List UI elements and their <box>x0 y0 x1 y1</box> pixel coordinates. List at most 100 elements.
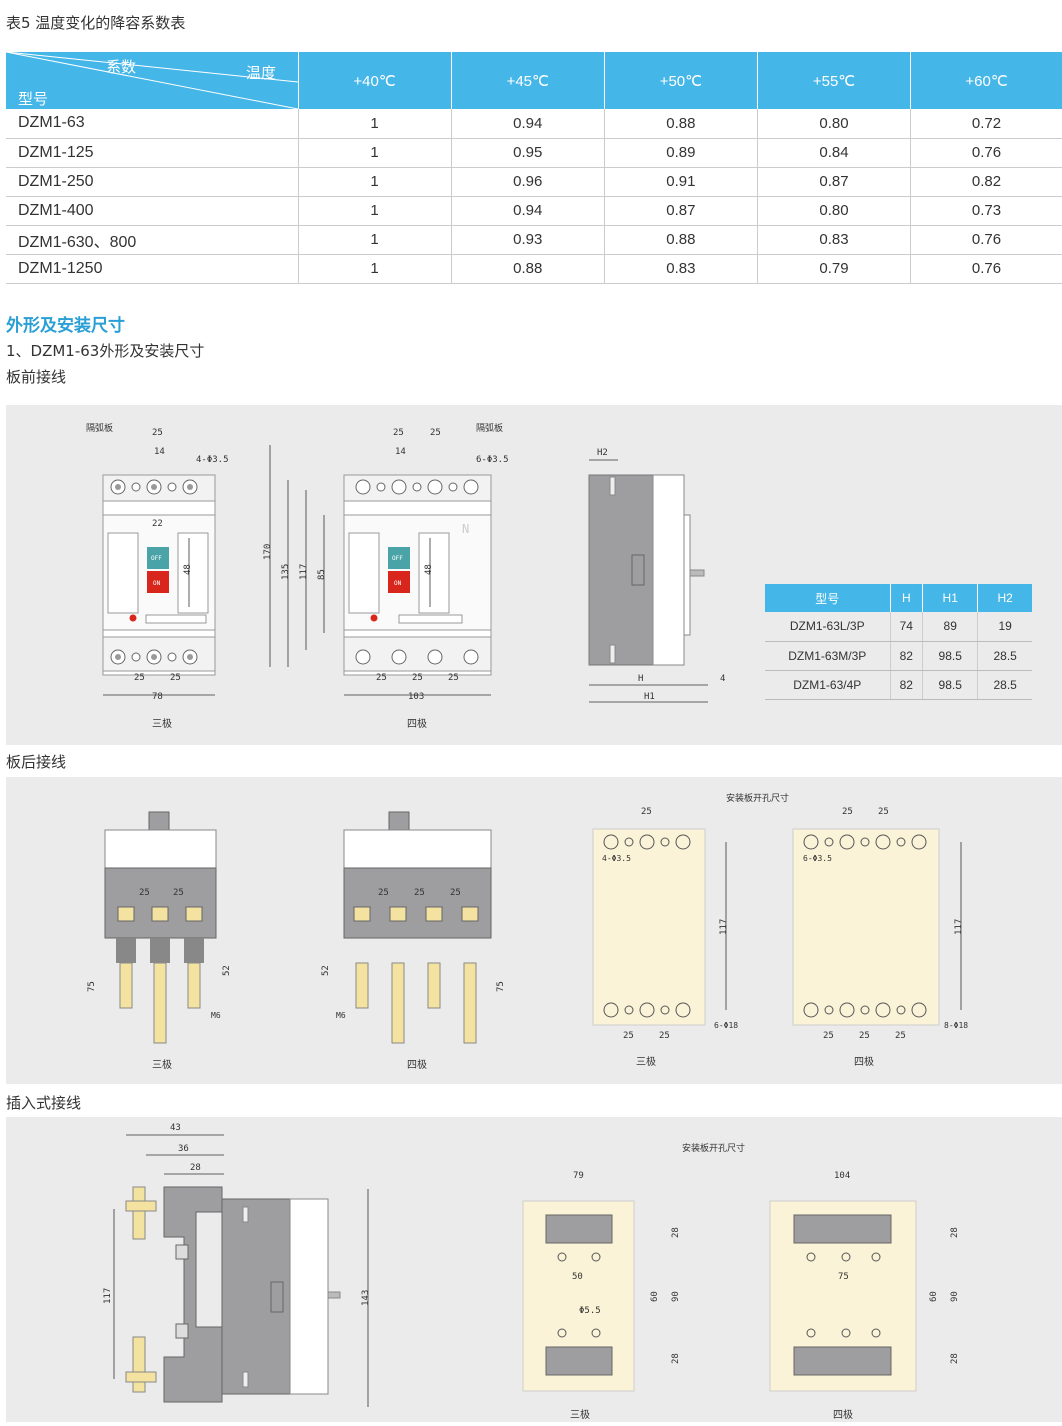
dim-25: 25 <box>170 673 181 683</box>
dim-28: 28 <box>190 1163 201 1173</box>
corner-coef: 系数 <box>106 59 137 76</box>
four-pole-rear-view: 25 25 25 52 75 M6 四极 <box>321 811 506 1071</box>
dim-25: 25 <box>414 888 425 898</box>
coef-cell: 0.89 <box>604 138 758 168</box>
on-label: ON <box>394 580 402 587</box>
off-label: OFF <box>392 555 403 562</box>
section-title: 外形及安装尺寸 <box>6 316 125 336</box>
model-cell: DZM1-1250 <box>6 254 299 284</box>
four-pole-label: 四极 <box>407 1058 427 1071</box>
arc-barrier-label: 隔弧板 <box>476 422 503 434</box>
hole-spec: 6-Φ3.5 <box>803 854 832 863</box>
coef-cell: 0.94 <box>451 196 605 226</box>
coef-cell: 0.76 <box>910 225 1062 255</box>
dim-25: 25 <box>378 888 389 898</box>
hole-spec: 6-Φ3.5 <box>476 455 509 465</box>
hole-spec: 6-Φ18 <box>714 1021 738 1030</box>
temp-header: +50℃ <box>604 52 758 109</box>
plugin-side-view: 43 36 28 117 143 <box>103 1123 371 1407</box>
dim-90: 90 <box>671 1291 681 1302</box>
four-pole-cutout: 25 25 6-Φ3.5 25 25 25 8-Φ18 117 四极 <box>792 807 968 1068</box>
coef-cell: 0.80 <box>757 109 912 139</box>
dim-cell: 98.5 <box>922 641 979 671</box>
dim-25: 25 <box>173 888 184 898</box>
dim-104: 104 <box>834 1171 850 1181</box>
coef-cell: 0.83 <box>604 254 758 284</box>
dim-25: 25 <box>842 807 853 817</box>
dim-85: 85 <box>317 569 327 580</box>
side-view: H2 H H1 4 <box>588 448 725 703</box>
dim-25: 25 <box>895 1031 906 1041</box>
coef-cell: 1 <box>298 225 452 255</box>
dim-28: 28 <box>671 1353 681 1364</box>
temp-header: +55℃ <box>757 52 912 109</box>
derating-table: 系数 温度 型号 +40℃ +45℃ +50℃ +55℃ +60℃ DZM1-6… <box>6 52 1062 284</box>
model-cell: DZM1-250 <box>6 167 299 197</box>
dim-25: 25 <box>859 1031 870 1041</box>
front-wiring-drawing: OFF ON 78 25 25 25 14 隔弧板 4-Φ3.5 22 48 三… <box>86 422 725 730</box>
dim-60: 60 <box>650 1291 660 1302</box>
neutral-label: N <box>462 522 469 536</box>
dim-48: 48 <box>424 564 434 575</box>
hole-spec: 4-Φ3.5 <box>196 455 229 465</box>
dim-43: 43 <box>170 1123 181 1133</box>
dim-75: 75 <box>87 981 97 992</box>
dim-25: 25 <box>134 673 145 683</box>
plugin-wiring-drawing: 43 36 28 117 143 安装板开孔尺寸 <box>103 1123 960 1421</box>
coef-cell: 0.76 <box>910 138 1062 168</box>
corner-temp: 温度 <box>246 65 277 82</box>
plugin-wiring-panel: 43 36 28 117 143 安装板开孔尺寸 <box>6 1117 1062 1422</box>
coef-cell: 0.79 <box>757 254 912 284</box>
dim-52: 52 <box>321 965 331 976</box>
m6-label: M6 <box>336 1011 346 1020</box>
on-label: ON <box>153 580 161 587</box>
dim-cell: 89 <box>922 612 979 642</box>
dim-25: 25 <box>448 673 459 683</box>
dim-28: 28 <box>950 1227 960 1238</box>
dim-143: 143 <box>361 1290 371 1306</box>
dim-25: 25 <box>376 673 387 683</box>
dim-cell: 28.5 <box>977 641 1032 671</box>
temp-header: +60℃ <box>910 52 1062 109</box>
coef-cell: 0.82 <box>910 167 1062 197</box>
corner-header: 系数 温度 型号 <box>6 52 299 109</box>
four-pole-front-view: OFF ON N 103 25 25 25 25 25 14 隔弧板 6-Φ3.… <box>263 422 509 730</box>
coef-cell: 1 <box>298 167 452 197</box>
off-label: OFF <box>151 555 162 562</box>
temp-header: +45℃ <box>451 52 605 109</box>
dim-25: 25 <box>152 428 163 438</box>
dim-117: 117 <box>719 919 729 935</box>
dim-cell: DZM1-63M/3P <box>765 641 891 671</box>
coef-cell: 0.73 <box>910 196 1062 226</box>
dim-48: 48 <box>183 564 193 575</box>
coef-cell: 1 <box>298 254 452 284</box>
dim-25: 25 <box>450 888 461 898</box>
coef-cell: 0.84 <box>757 138 912 168</box>
dim-col-header: H2 <box>977 584 1032 612</box>
cutout-title: 安装板开孔尺寸 <box>682 1142 745 1154</box>
dim-60: 60 <box>929 1291 939 1302</box>
dim-col-header: 型号 <box>765 584 891 612</box>
dim-117: 117 <box>299 564 309 580</box>
coef-cell: 0.88 <box>451 254 605 284</box>
dim-25: 25 <box>430 428 441 438</box>
three-pole-label: 三极 <box>570 1408 590 1421</box>
front-wiring-panel: OFF ON 78 25 25 25 14 隔弧板 4-Φ3.5 22 48 三… <box>6 405 1062 745</box>
m6-label: M6 <box>211 1011 221 1020</box>
four-pole-label: 四极 <box>407 717 427 730</box>
dim-75: 75 <box>496 981 506 992</box>
dim-cell: 74 <box>890 612 924 642</box>
hole-spec: 4-Φ3.5 <box>602 854 631 863</box>
dim-78: 78 <box>152 692 163 702</box>
dim-36: 36 <box>178 1144 189 1154</box>
dim-22: 22 <box>152 519 163 529</box>
three-pole-front-view: OFF ON 78 25 25 25 14 隔弧板 4-Φ3.5 22 48 三… <box>86 422 229 730</box>
front-wiring-label: 板前接线 <box>6 368 67 386</box>
